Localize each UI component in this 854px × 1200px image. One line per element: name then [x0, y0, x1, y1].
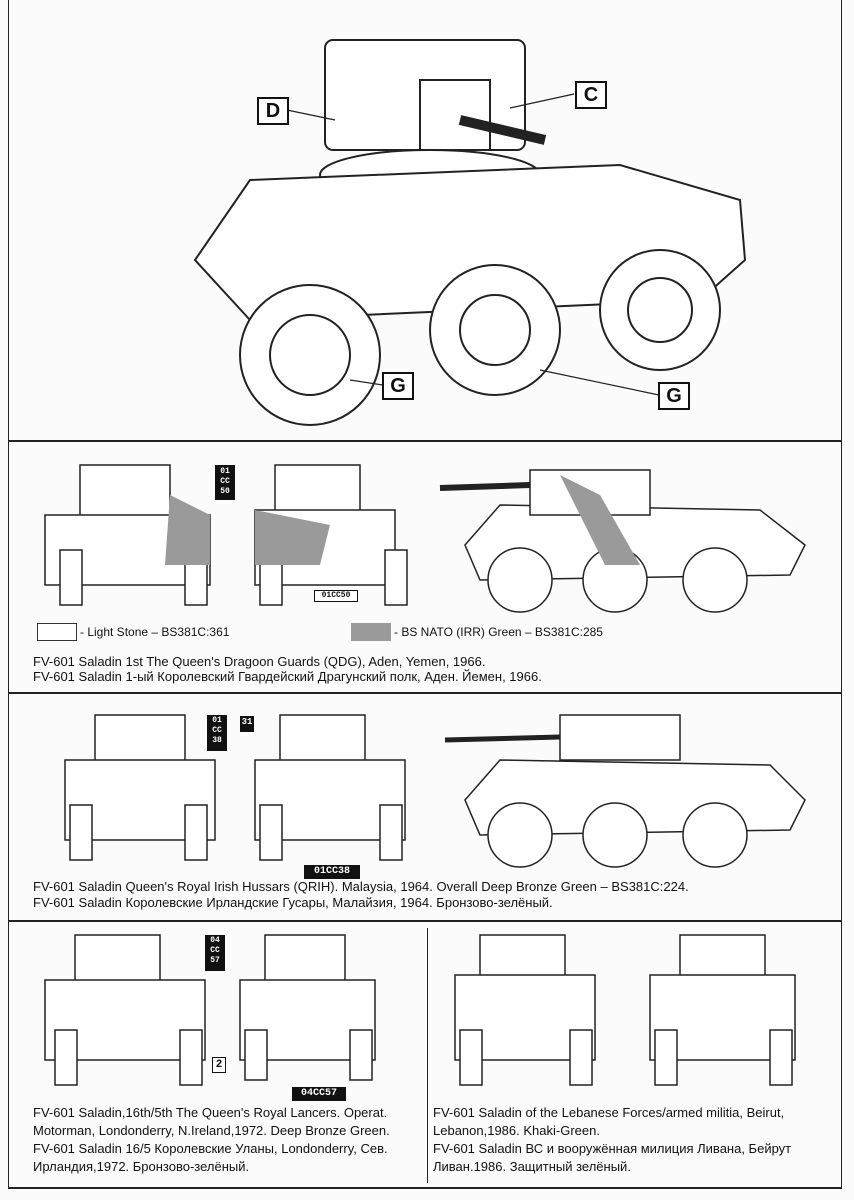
light-stone-swatch [37, 623, 77, 641]
page-frame [8, 0, 842, 1189]
scheme3-caption-en: FV-601 Saladin,16th/5th The Queen's Roya… [33, 1105, 390, 1138]
legend-light-stone: - Light Stone – BS381C:361 [80, 625, 230, 639]
registration-plate: 01CC38 [304, 865, 360, 879]
scheme1-caption-en: FV-601 Saladin 1st The Queen's Dragoon G… [33, 654, 486, 669]
callout-g: G [382, 372, 414, 400]
divider [8, 440, 842, 442]
scheme4-caption-en: FV-601 Saladin of the Lebanese Forces/ar… [433, 1105, 785, 1138]
divider [8, 692, 842, 694]
legend-nato-green: - BS NATO (IRR) Green – BS381C:285 [394, 625, 603, 639]
tactical-sign: 31 [240, 716, 254, 732]
callout-d: D [257, 97, 289, 125]
vehicle-assembly-drawing [193, 39, 747, 426]
scheme4-caption-ru: FV-601 Saladin ВС и вооружённая милиция … [433, 1141, 792, 1174]
callout-c: C [575, 81, 607, 109]
column-divider [427, 928, 428, 1183]
registration-plate: 04CC57 [292, 1087, 346, 1101]
scheme2-drawings [64, 714, 806, 868]
registration-plate: 01CC50 [314, 590, 358, 602]
registration-plate: 04 CC 57 [205, 935, 225, 971]
tactical-sign: 2 [212, 1057, 226, 1073]
scheme1-drawings [44, 464, 806, 613]
callout-g: G [658, 382, 690, 410]
scheme3-caption-ru: FV-601 Saladin 16/5 Королевские Уланы, L… [33, 1141, 388, 1174]
scheme2-caption-en: FV-601 Saladin Queen's Royal Irish Hussa… [33, 879, 689, 894]
scheme3-4-drawings [44, 934, 796, 1086]
registration-plate: 01 CC 50 [215, 465, 235, 500]
scheme2-caption-ru: FV-601 Saladin Королевские Ирландские Гу… [33, 895, 553, 910]
nato-green-swatch [351, 623, 391, 641]
divider [8, 920, 842, 922]
scheme1-caption-ru: FV-601 Saladin 1-ый Королевский Гвардейс… [33, 669, 542, 684]
registration-plate: 01 CC 38 [207, 715, 227, 751]
